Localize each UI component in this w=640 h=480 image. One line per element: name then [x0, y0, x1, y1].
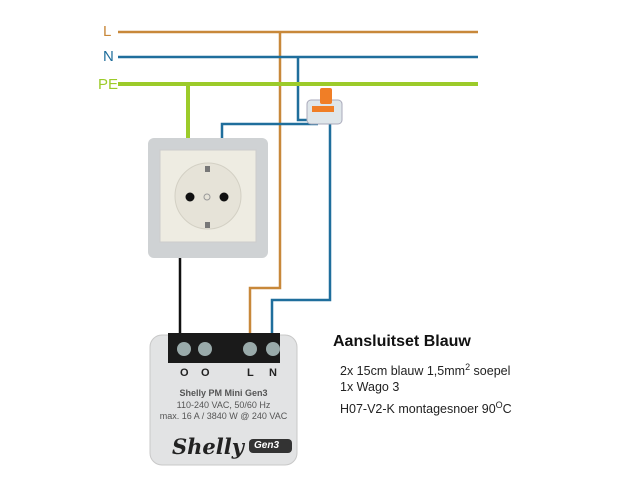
- l-label: L: [103, 23, 112, 40]
- wago-connector: [306, 88, 343, 125]
- gen3-badge: Gen3: [254, 440, 280, 451]
- kit-title: Aansluitset Blauw: [333, 333, 471, 350]
- terminal-o2: O: [201, 367, 210, 379]
- pe-label: PE: [98, 76, 119, 93]
- item-cable: 2x 15cm blauw 1,5mm2 soepel: [340, 362, 511, 378]
- l-wire: [118, 30, 478, 335]
- item-wago: 1x Wago 3: [340, 380, 400, 394]
- module-rating-power: max. 16 A / 3840 W @ 240 VAC: [159, 411, 288, 421]
- module-name: Shelly PM Mini Gen3: [179, 388, 268, 398]
- item-wire-type: H07-V2-K montagesnoer 90OC: [340, 400, 512, 416]
- shelly-module: [149, 333, 298, 466]
- module-rating-voltage: 110-240 VAC, 50/60 Hz: [176, 400, 271, 410]
- terminal-l: L: [247, 367, 254, 379]
- brand-logo: Shelly: [172, 434, 244, 459]
- terminal-o1: O: [180, 367, 189, 379]
- n-label: N: [103, 48, 114, 65]
- socket-outlet: [148, 138, 268, 258]
- n-wire: [118, 55, 478, 122]
- load-n-wire: [270, 122, 332, 335]
- terminal-n: N: [269, 367, 277, 379]
